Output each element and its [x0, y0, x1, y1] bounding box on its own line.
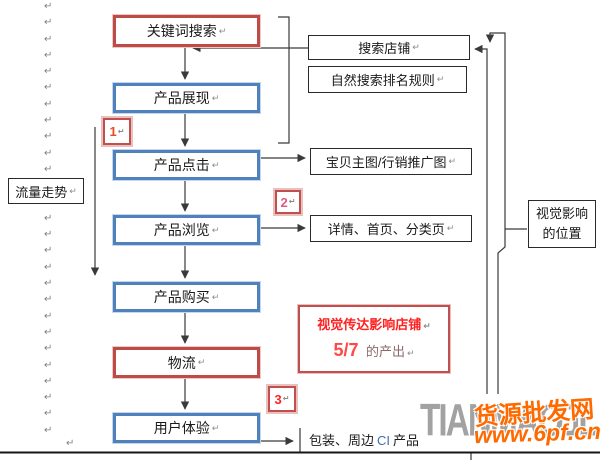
- step-marker-3: 3↵: [268, 386, 296, 412]
- note-visual-impact: 视觉传达影响店铺↵ 5/7 的产出↵: [298, 305, 450, 373]
- label-text: 流量走势: [15, 184, 68, 200]
- return-mark-icon: ↵: [44, 261, 53, 273]
- flow-box-product-browse: 产品浏览↵: [113, 215, 260, 245]
- note-line1: 视觉传达影响店铺: [317, 317, 422, 332]
- side-box-search-shop: 搜索店铺↵: [308, 35, 470, 60]
- step-marker-2: 2↵: [275, 190, 301, 214]
- return-mark-icon: ↵: [44, 326, 53, 338]
- return-mark-icon: ↵: [44, 229, 53, 241]
- watermark-gray-text: TIANMAOJL.CN: [420, 395, 600, 446]
- flow-box-keyword-search: 关键词搜索↵: [113, 15, 260, 47]
- return-mark-icon: ↵: [44, 245, 53, 257]
- return-mark-icon: ↵: [44, 163, 53, 175]
- label-traffic-trend: 流量走势↵: [8, 178, 84, 204]
- flow-box-label: 产品点击: [153, 157, 210, 173]
- side-box-ranking-rules: 自然搜索排名规则↵: [308, 66, 467, 93]
- return-mark-icon: ↵: [44, 392, 53, 404]
- return-mark-icon: ↵: [44, 310, 53, 322]
- flow-box-label: 产品浏览: [153, 222, 210, 238]
- return-mark-icon: ↵: [218, 25, 227, 36]
- return-mark-icon: ↵: [44, 343, 53, 355]
- return-mark-icon: ↵: [197, 357, 206, 367]
- return-mark-icon: ↵: [66, 438, 75, 449]
- line-right-inner: [474, 44, 488, 395]
- flow-box-label: 用户体验: [153, 420, 210, 436]
- note-fraction: 5/7: [333, 340, 359, 360]
- return-mark-icon: ↵: [211, 92, 220, 103]
- return-mark-icon: ↵: [44, 375, 53, 387]
- return-mark-icon: ↵: [44, 408, 53, 420]
- return-mark-icon: ↵: [44, 359, 53, 371]
- return-mark-icon: ↵: [44, 17, 53, 29]
- paragraph-marks-column: ↵ ↵↵↵↵↵↵↵↵↵↵↵↵↵↵↵↵↵↵↵↵↵↵↵↵↵↵: [44, 2, 58, 438]
- return-mark-icon: ↵: [448, 156, 457, 166]
- step-number: 3: [274, 391, 282, 407]
- flow-box-label: 产品购买: [153, 289, 210, 305]
- side-box-label: 搜索店铺: [358, 41, 411, 56]
- return-mark-icon: ↵: [282, 394, 290, 403]
- return-mark-icon: ↵: [44, 49, 53, 61]
- side-box-label: 宝贝主图/行销推广图: [325, 155, 447, 170]
- return-mark-icon: ↵: [44, 294, 53, 306]
- flow-box-user-experience: 用户体验↵: [113, 413, 260, 443]
- label-visual-position: 视觉影响 的位置: [528, 200, 596, 248]
- return-mark-icon: ↵: [69, 185, 77, 196]
- flow-box-product-purchase: 产品购买↵: [113, 282, 260, 312]
- return-mark-icon: ↵: [211, 224, 220, 235]
- return-mark-icon: ↵: [44, 424, 53, 436]
- return-mark-icon: ↵: [44, 82, 53, 94]
- return-mark-icon: ↵: [211, 159, 220, 170]
- side-box-main-image: 宝贝主图/行销推广图↵: [310, 148, 472, 175]
- line-right-outer: [485, 32, 506, 395]
- return-mark-icon: ↵: [44, 278, 53, 290]
- flow-box-logistics: 物流↵: [113, 347, 260, 378]
- step-number: 2: [280, 194, 288, 210]
- flow-box-label: 关键词搜索: [146, 23, 217, 39]
- side-box-detail-pages: 详情、首页、分类页↵: [310, 215, 472, 242]
- step-number: 1: [109, 124, 117, 139]
- return-mark-icon: ↵: [436, 74, 445, 84]
- note-suffix: 的产出: [365, 344, 405, 359]
- flow-box-label: 物流: [167, 354, 196, 371]
- return-mark-icon: ↵: [44, 212, 53, 224]
- return-mark-icon: ↵: [44, 33, 53, 45]
- return-mark-icon: ↵: [44, 98, 53, 110]
- return-mark-icon: ↵: [446, 223, 455, 233]
- return-mark-icon: ↵: [44, 131, 53, 143]
- return-mark-icon: ↵: [44, 115, 53, 127]
- return-mark-icon: ↵: [423, 321, 431, 331]
- return-mark-icon: ↵: [406, 348, 415, 358]
- step-marker-1: 1↵: [103, 118, 131, 145]
- return-mark-icon: ↵: [44, 147, 53, 159]
- return-mark-icon: ↵: [211, 422, 220, 433]
- flow-box-product-display: 产品展现↵: [113, 83, 260, 113]
- side-box-label: 自然搜索排名规则: [330, 73, 435, 88]
- return-mark-icon: ↵: [288, 197, 296, 206]
- packaging-text-before: 包装、周边: [309, 433, 375, 448]
- side-box-label: 详情、首页、分类页: [327, 222, 445, 237]
- watermark: TIANMAOJL.CN 货源批发网 www.6pf.cn: [418, 394, 600, 451]
- bracket-group: [278, 16, 290, 144]
- watermark-site-url: www.6pf.cn: [473, 417, 600, 449]
- return-mark-icon: ↵: [412, 42, 420, 52]
- label-text: 视觉影响: [535, 205, 588, 221]
- packaging-text-ci: CI: [377, 433, 391, 448]
- label-text: 的位置: [542, 226, 582, 241]
- return-mark-icon: ↵: [44, 66, 53, 78]
- return-mark-icon: ↵: [117, 126, 125, 136]
- flow-box-label: 产品展现: [153, 90, 210, 106]
- return-mark-icon: ↵: [211, 291, 220, 302]
- flow-box-product-click: 产品点击↵: [113, 150, 260, 180]
- return-mark-icon: ↵: [44, 1, 53, 12]
